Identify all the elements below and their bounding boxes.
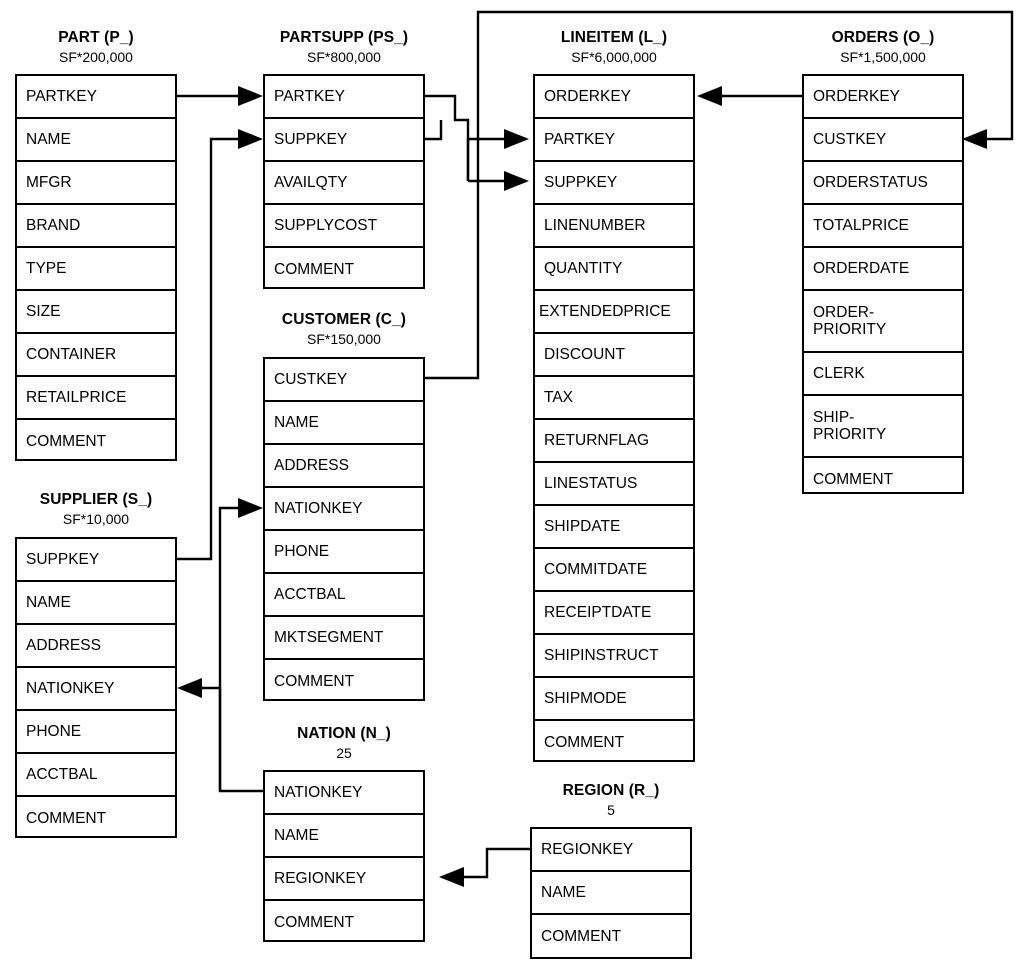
field-supplier-address: ADDRESS <box>17 625 175 668</box>
field-region-name: NAME <box>532 872 690 915</box>
field-lineitem-tax: TAX <box>535 377 693 420</box>
entity-orders: ORDERS (O_) SF*1,500,000 <box>787 28 979 67</box>
entity-lineitem-title: LINEITEM (L_) <box>560 29 668 46</box>
entity-partsupp-title: PARTSUPP (PS_) <box>279 29 409 46</box>
field-lineitem-shipinstruct: SHIPINSTRUCT <box>535 635 693 678</box>
field-lineitem-linestatus: LINESTATUS <box>535 463 693 506</box>
field-orders-orderpriority: ORDER- PRIORITY <box>804 291 962 353</box>
field-part-partkey: PARTKEY <box>17 76 175 119</box>
field-lineitem-shipmode: SHIPMODE <box>535 678 693 721</box>
entity-orders-cardinality: SF*1,500,000 <box>840 49 926 65</box>
field-region-comment: COMMENT <box>541 927 622 945</box>
field-partsupp-availqty: AVAILQTY <box>265 162 423 205</box>
entity-nation-title: NATION (N_) <box>297 725 391 742</box>
field-orders-orderkey: ORDERKEY <box>804 76 962 119</box>
field-part-comment: COMMENT <box>26 432 107 450</box>
field-orders-orderdate: ORDERDATE <box>804 248 962 291</box>
field-customer-name: NAME <box>265 402 423 445</box>
field-lineitem-discount: DISCOUNT <box>535 334 693 377</box>
entity-nation-cardinality: 25 <box>336 745 352 761</box>
field-partsupp-partkey: PARTKEY <box>265 76 423 119</box>
entity-partsupp: PARTSUPP (PS_) SF*800,000 <box>248 28 440 67</box>
entity-part: PART (P_) SF*200,000 <box>0 28 192 67</box>
field-lineitem-returnflag: RETURNFLAG <box>535 420 693 463</box>
entity-nation-box: NATIONKEY NAME REGIONKEY COMMENT <box>263 770 425 942</box>
field-lineitem-commitdate: COMMITDATE <box>535 549 693 592</box>
entity-part-cardinality: SF*200,000 <box>59 49 133 65</box>
entity-nation: NATION (N_) 25 <box>248 724 440 763</box>
field-customer-custkey: CUSTKEY <box>265 359 423 402</box>
entity-partsupp-cardinality: SF*800,000 <box>307 49 381 65</box>
entity-supplier-box: SUPPKEY NAME ADDRESS NATIONKEY PHONE ACC… <box>15 537 177 838</box>
field-orders-shippriority: SHIP- PRIORITY <box>804 396 962 458</box>
field-customer-mktsegment: MKTSEGMENT <box>265 617 423 660</box>
field-customer-comment: COMMENT <box>274 672 355 690</box>
field-orders-comment: COMMENT <box>813 470 894 488</box>
field-part-brand: BRAND <box>17 205 175 248</box>
field-customer-nationkey: NATIONKEY <box>265 488 423 531</box>
field-part-container: CONTAINER <box>17 334 175 377</box>
field-lineitem-comment: COMMENT <box>544 733 625 751</box>
field-supplier-phone: PHONE <box>17 711 175 754</box>
field-nation-name: NAME <box>265 815 423 858</box>
relationship-orders-lineitem <box>697 86 802 106</box>
field-lineitem-suppkey: SUPPKEY <box>535 162 693 205</box>
field-lineitem-receiptdate: RECEIPTDATE <box>535 592 693 635</box>
field-nation-regionkey: REGIONKEY <box>265 858 423 901</box>
entity-partsupp-box: PARTKEY SUPPKEY AVAILQTY SUPPLYCOST COMM… <box>263 74 425 289</box>
entity-orders-title: ORDERS (O_) <box>831 29 935 46</box>
entity-customer-cardinality: SF*150,000 <box>307 331 381 347</box>
entity-region-cardinality: 5 <box>607 802 615 818</box>
entity-orders-box: ORDERKEY CUSTKEY ORDERSTATUS TOTALPRICE … <box>802 74 964 494</box>
field-lineitem-partkey: PARTKEY <box>535 119 693 162</box>
entity-part-box: PARTKEY NAME MFGR BRAND TYPE SIZE CONTAI… <box>15 74 177 461</box>
entity-lineitem-cardinality: SF*6,000,000 <box>571 49 657 65</box>
relationship-part-partsupp <box>177 86 263 106</box>
entity-region: REGION (R_) 5 <box>515 781 707 820</box>
field-supplier-acctbal: ACCTBAL <box>17 754 175 797</box>
field-orders-orderstatus: ORDERSTATUS <box>804 162 962 205</box>
field-supplier-name: NAME <box>17 582 175 625</box>
entity-supplier-cardinality: SF*10,000 <box>62 511 130 527</box>
field-orders-custkey: CUSTKEY <box>804 119 962 162</box>
entity-region-box: REGIONKEY NAME COMMENT <box>530 827 692 959</box>
field-lineitem-quantity: QUANTITY <box>535 248 693 291</box>
entity-lineitem-box: ORDERKEY PARTKEY SUPPKEY LINENUMBER QUAN… <box>533 74 695 762</box>
entity-supplier: SUPPLIER (S_) SF*10,000 <box>0 490 192 529</box>
field-partsupp-supplycost: SUPPLYCOST <box>265 205 423 248</box>
field-supplier-comment: COMMENT <box>26 809 107 827</box>
field-nation-nationkey: NATIONKEY <box>265 772 423 815</box>
field-customer-address: ADDRESS <box>265 445 423 488</box>
field-part-retailprice: RETAILPRICE <box>17 377 175 420</box>
field-part-type: TYPE <box>17 248 175 291</box>
field-partsupp-suppkey: SUPPKEY <box>265 119 423 162</box>
field-nation-comment: COMMENT <box>274 913 355 931</box>
field-lineitem-linenumber: LINENUMBER <box>535 205 693 248</box>
entity-supplier-title: SUPPLIER (S_) <box>39 491 153 508</box>
entity-customer-title: CUSTOMER (C_) <box>281 311 407 328</box>
field-part-mfgr: MFGR <box>17 162 175 205</box>
field-customer-acctbal: ACCTBAL <box>265 574 423 617</box>
field-lineitem-orderkey: ORDERKEY <box>535 76 693 119</box>
relationship-partsupp-lineitem <box>425 94 529 191</box>
field-supplier-nationkey: NATIONKEY <box>17 668 175 711</box>
field-orders-clerk: CLERK <box>804 353 962 396</box>
entity-lineitem: LINEITEM (L_) SF*6,000,000 <box>518 28 710 67</box>
field-customer-phone: PHONE <box>265 531 423 574</box>
field-lineitem-shipdate: SHIPDATE <box>535 506 693 549</box>
field-partsupp-comment: COMMENT <box>274 260 355 278</box>
field-region-regionkey: REGIONKEY <box>532 829 690 872</box>
field-orders-totalprice: TOTALPRICE <box>804 205 962 248</box>
field-lineitem-extendedprice: EXTENDEDPRICE <box>535 291 693 334</box>
field-supplier-suppkey: SUPPKEY <box>17 539 175 582</box>
field-part-name: NAME <box>17 119 175 162</box>
entity-part-title: PART (P_) <box>58 29 134 46</box>
entity-region-title: REGION (R_) <box>562 782 660 799</box>
field-part-size: SIZE <box>17 291 175 334</box>
entity-customer-box: CUSTKEY NAME ADDRESS NATIONKEY PHONE ACC… <box>263 357 425 701</box>
relationship-region-nation <box>439 847 530 887</box>
entity-customer: CUSTOMER (C_) SF*150,000 <box>248 310 440 349</box>
